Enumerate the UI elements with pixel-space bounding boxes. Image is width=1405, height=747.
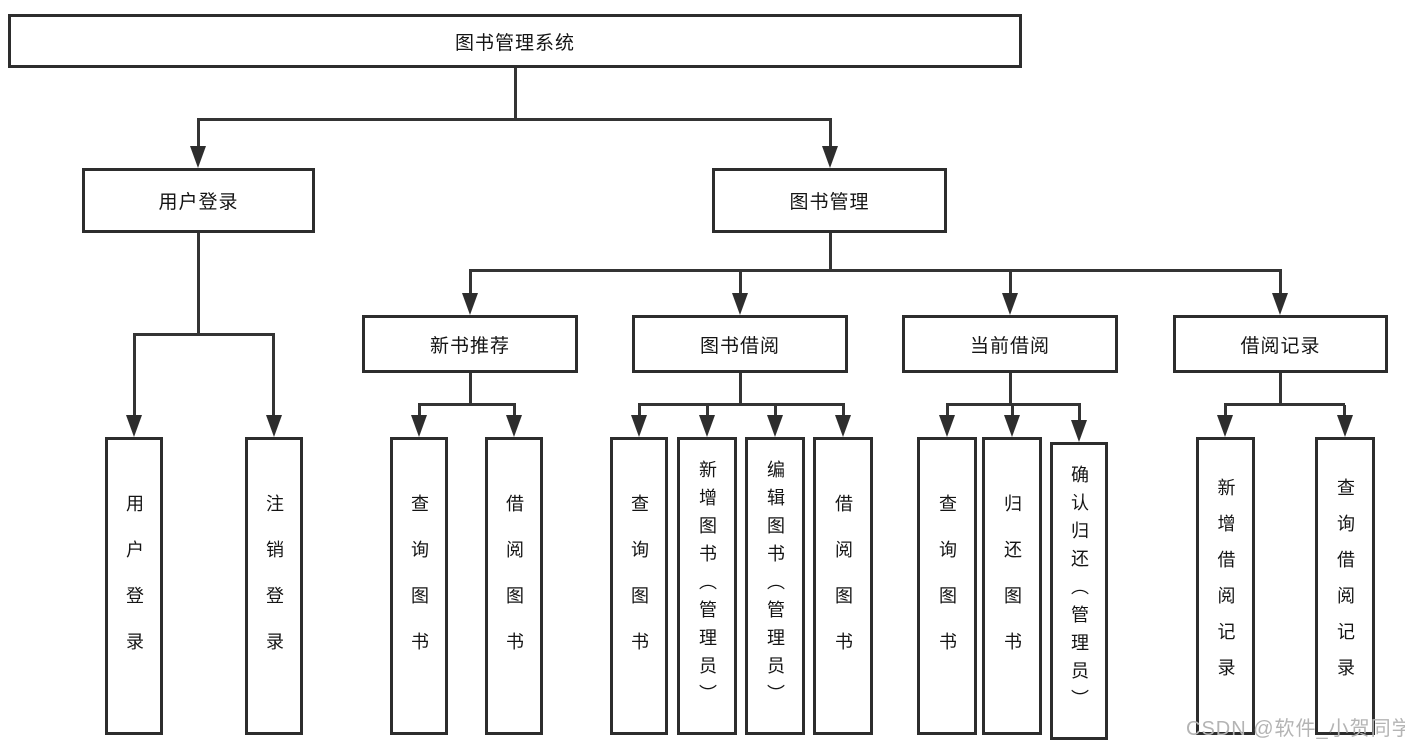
connector-line xyxy=(946,405,949,417)
node-label: 借阅记录 xyxy=(1240,335,1321,357)
arrow-down-icon xyxy=(835,415,851,437)
connector-line xyxy=(197,233,200,335)
arrow-down-icon xyxy=(1071,420,1087,442)
connector-line xyxy=(469,269,1282,272)
connector-line xyxy=(418,405,421,417)
arrow-down-icon xyxy=(126,415,142,437)
node-borrowing-records: 借阅记录 xyxy=(1173,315,1388,373)
leaf-return-books: 归还图书 xyxy=(982,437,1042,735)
arrow-down-icon xyxy=(767,415,783,437)
connector-line xyxy=(469,271,472,295)
leaf-borrow-books-recommend: 借阅图书 xyxy=(485,437,543,735)
connector-line xyxy=(1279,373,1282,405)
connector-line xyxy=(1078,405,1081,421)
connector-line xyxy=(1224,403,1345,406)
arrow-down-icon xyxy=(1217,415,1233,437)
connector-line xyxy=(513,405,516,417)
connector-line xyxy=(197,121,200,148)
arrow-down-icon xyxy=(732,293,748,315)
leaf-label: 借阅图书 xyxy=(833,494,853,678)
leaf-label: 查询图书 xyxy=(937,494,957,678)
leaf-label: 注销登录 xyxy=(264,494,284,678)
leaf-borrow-books-borrowing: 借阅图书 xyxy=(813,437,873,735)
connector-line xyxy=(706,405,709,417)
leaf-label: 查询图书 xyxy=(409,494,429,678)
connector-line xyxy=(739,271,742,295)
arrow-down-icon xyxy=(1002,293,1018,315)
arrow-down-icon xyxy=(266,415,282,437)
arrow-down-icon xyxy=(1272,293,1288,315)
node-user-login: 用户登录 xyxy=(82,168,315,233)
connector-line xyxy=(829,121,832,148)
connector-line xyxy=(638,403,845,406)
leaf-query-borrow-record: 查询借阅记录 xyxy=(1315,437,1375,735)
connector-line xyxy=(1224,405,1227,417)
arrow-down-icon xyxy=(631,415,647,437)
node-label: 用户登录 xyxy=(158,192,239,213)
leaf-label: 新增借阅记录 xyxy=(1215,478,1236,694)
arrow-down-icon xyxy=(462,293,478,315)
arrow-down-icon xyxy=(411,415,427,437)
leaf-label: 用户登录 xyxy=(124,494,144,678)
arrow-down-icon xyxy=(699,415,715,437)
connector-line xyxy=(1009,373,1012,405)
node-book-management: 图书管理 xyxy=(712,168,947,233)
connector-line xyxy=(774,405,777,417)
arrow-down-icon xyxy=(939,415,955,437)
arrow-down-icon xyxy=(1337,415,1353,437)
connector-line xyxy=(1011,405,1014,417)
node-label: 当前借阅 xyxy=(969,335,1050,357)
connector-line xyxy=(197,118,832,121)
node-current-borrowing: 当前借阅 xyxy=(902,315,1118,373)
leaf-label: 新增图书（管理员） xyxy=(697,460,717,712)
leaf-logout: 注销登录 xyxy=(245,437,303,735)
connector-line xyxy=(133,333,275,336)
connector-line xyxy=(946,403,1081,406)
node-label: 图书管理系统 xyxy=(454,32,575,54)
leaf-add-book-admin: 新增图书（管理员） xyxy=(677,437,737,735)
leaf-label: 借阅图书 xyxy=(504,494,524,678)
leaf-confirm-return-admin: 确认归还（管理员） xyxy=(1050,442,1108,740)
connector-line xyxy=(1343,405,1346,417)
leaf-label: 编辑图书（管理员） xyxy=(765,460,785,712)
connector-line xyxy=(842,405,845,417)
connector-line xyxy=(1009,271,1012,295)
arrow-down-icon xyxy=(190,146,206,168)
connector-line xyxy=(272,335,275,417)
leaf-edit-book-admin: 编辑图书（管理员） xyxy=(745,437,805,735)
node-label: 图书管理 xyxy=(789,192,870,213)
leaf-query-books-current: 查询图书 xyxy=(917,437,977,735)
connector-line xyxy=(418,403,516,406)
leaf-label: 确认归还（管理员） xyxy=(1069,465,1089,717)
node-library-management-system: 图书管理系统 xyxy=(8,14,1022,68)
arrow-down-icon xyxy=(506,415,522,437)
leaf-query-books-recommend: 查询图书 xyxy=(390,437,448,735)
watermark-text: CSDN @软件_小贺同学 xyxy=(1186,718,1405,740)
connector-line xyxy=(469,373,472,405)
node-book-borrowing: 图书借阅 xyxy=(632,315,848,373)
node-label: 新书推荐 xyxy=(429,335,510,357)
connector-line xyxy=(638,405,641,417)
connector-line xyxy=(514,68,517,120)
leaf-add-borrow-record: 新增借阅记录 xyxy=(1196,437,1255,735)
node-new-book-recommendation: 新书推荐 xyxy=(362,315,578,373)
connector-line xyxy=(829,233,832,271)
leaf-user-login: 用户登录 xyxy=(105,437,163,735)
arrow-down-icon xyxy=(1004,415,1020,437)
arrow-down-icon xyxy=(822,146,838,168)
node-label: 图书借阅 xyxy=(699,335,780,357)
leaf-label: 归还图书 xyxy=(1002,494,1022,678)
connector-line xyxy=(739,373,742,405)
connector-line xyxy=(133,335,136,417)
leaf-label: 查询图书 xyxy=(629,494,649,678)
connector-line xyxy=(1279,271,1282,295)
leaf-label: 查询借阅记录 xyxy=(1335,478,1355,694)
leaf-query-books-borrowing: 查询图书 xyxy=(610,437,668,735)
